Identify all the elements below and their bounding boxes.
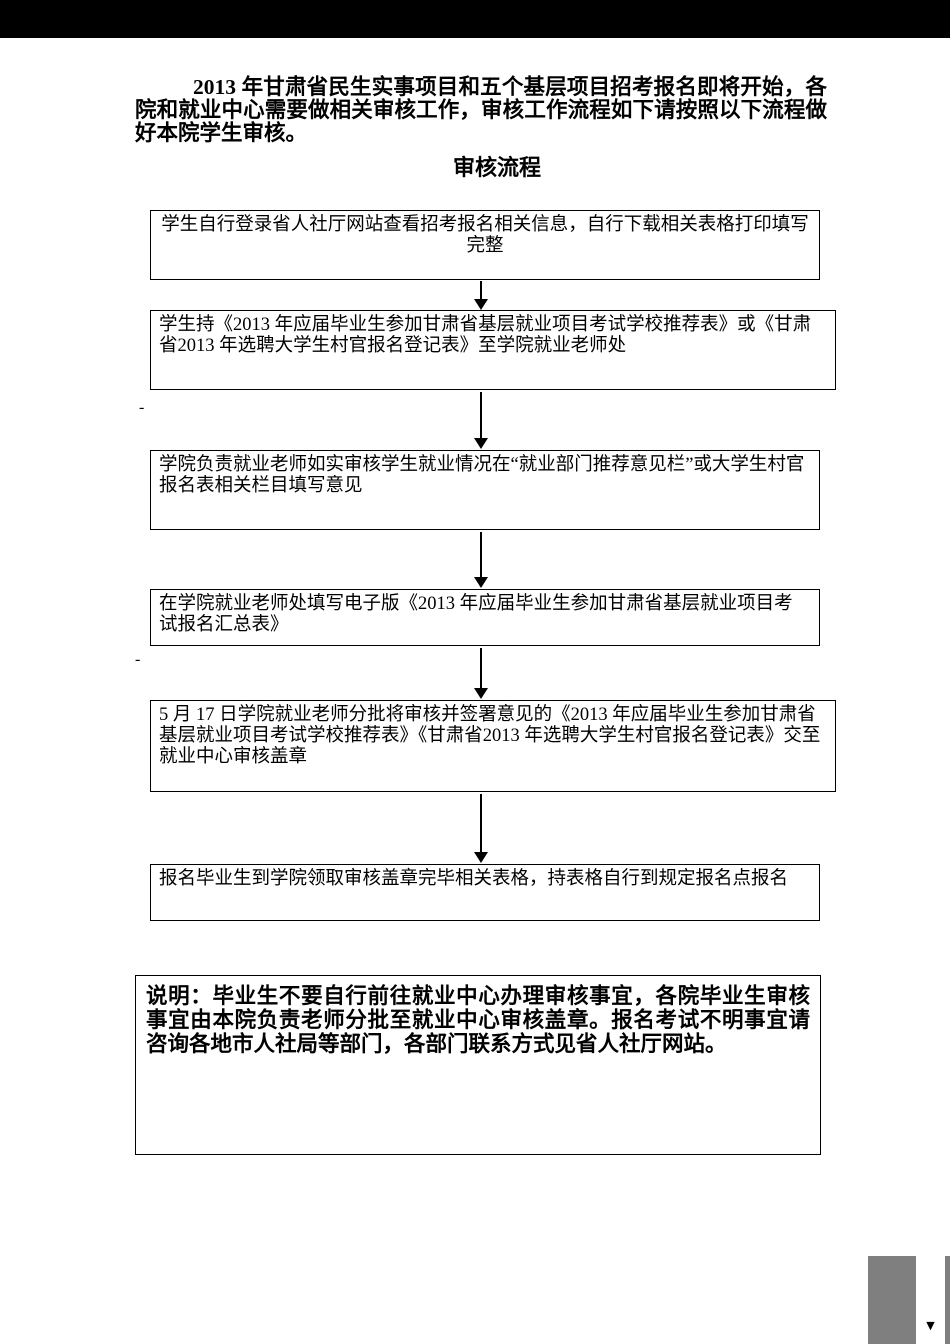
arrow-line	[480, 794, 482, 852]
flow-step-3: 学院负责就业老师如实审核学生就业情况在“就业部门推荐意见栏”或大学生村官报名表相…	[150, 450, 820, 530]
down-arrow-icon	[473, 794, 489, 863]
arrow-head	[474, 577, 488, 588]
arrow-head	[474, 438, 488, 449]
arrow-line	[480, 532, 482, 577]
margin-dash: -	[139, 399, 145, 416]
down-arrow-icon	[473, 281, 489, 310]
flow-step-6: 报名毕业生到学院领取审核盖章完毕相关表格，持表格自行到规定报名点报名	[150, 864, 820, 921]
margin-dash: -	[135, 651, 141, 668]
arrow-line	[480, 648, 482, 688]
arrow-head	[474, 688, 488, 699]
top-black-bar	[0, 0, 950, 38]
vertical-scrollbar[interactable]: ▼	[916, 1256, 945, 1344]
flow-step-4: 在学院就业老师处填写电子版《2013 年应届毕业生参加甘肃省基层就业项目考试报名…	[150, 589, 820, 646]
scroll-down-arrow-icon: ▼	[926, 1318, 935, 1332]
arrow-line	[480, 392, 482, 438]
flow-title: 审核流程	[452, 155, 541, 180]
down-arrow-icon	[473, 392, 489, 449]
note-box: 说明：毕业生不要自行前往就业中心办理审核事宜，各院毕业生审核事宜由本院负责老师分…	[135, 975, 821, 1155]
arrow-line	[480, 281, 482, 299]
flow-step-1: 学生自行登录省人社厅网站查看招考报名相关信息，自行下载相关表格打印填写完整	[150, 210, 820, 280]
intro-paragraph: 2013 年甘肃省民生实事项目和五个基层项目招考报名即将开始，各院和就业中心需要…	[135, 75, 827, 145]
arrow-head	[474, 852, 488, 863]
down-arrow-icon	[473, 532, 489, 588]
down-arrow-icon	[473, 648, 489, 699]
flow-step-5: 5 月 17 日学院就业老师分批将审核并签署意见的《2013 年应届毕业生参加甘…	[150, 700, 836, 792]
scroll-down-button[interactable]: ▼	[916, 1314, 945, 1336]
arrow-head	[474, 299, 488, 310]
flow-step-2: 学生持《2013 年应届毕业生参加甘肃省基层就业项目考试学校推荐表》或《甘肃省2…	[150, 310, 836, 390]
app-background-corner: ▼	[868, 1256, 950, 1344]
